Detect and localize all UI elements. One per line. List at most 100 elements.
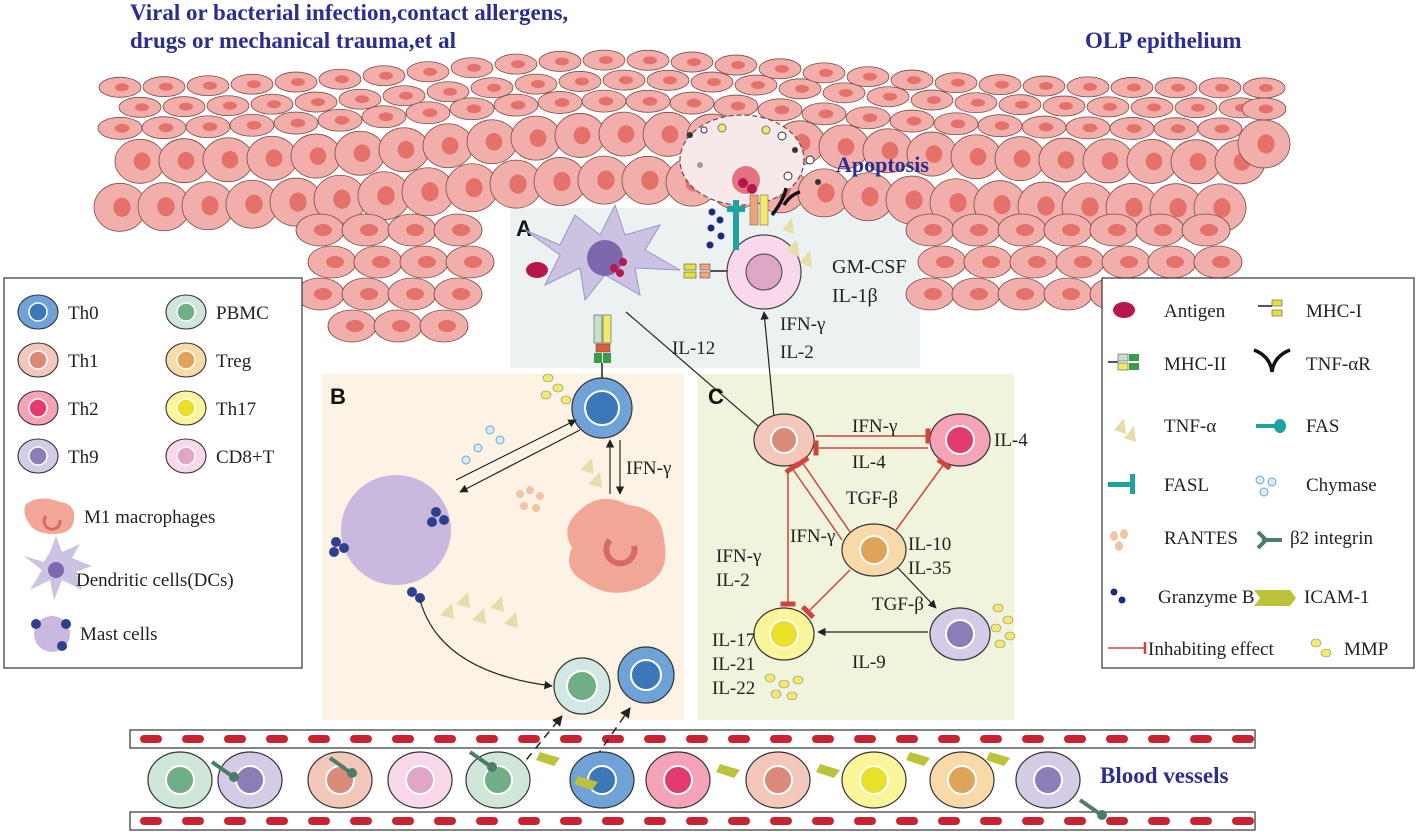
mhc-i-icon [1258,299,1283,317]
keratinocyte-nucleus [1166,256,1184,268]
keratinocyte-nucleus [1170,124,1186,134]
keratinocyte-nucleus [925,145,943,163]
treg-cell-c [841,523,907,577]
circulating-cell-th9 [1015,751,1081,809]
keratinocyte-nucleus [861,187,879,207]
panel-label-a: A [516,216,532,241]
keratinocyte-nucleus [531,80,545,89]
keratinocyte-nucleus [1057,151,1075,169]
keratinocyte-nucleus [971,98,985,107]
keratinocyte-nucleus [1120,256,1138,268]
keratinocyte-nucleus [114,123,130,133]
granzyme-b-granules [706,208,725,249]
red-blood-cell [1190,817,1212,825]
keratinocyte-nucleus [159,82,173,91]
epithelium-layer [93,49,1291,343]
keratinocyte-nucleus [441,136,459,155]
fas-icon [1256,419,1286,433]
keratinocyte-nucleus [378,112,394,122]
legend-fas-label: FAS [1306,416,1339,437]
beta2-integrin-marker [1097,810,1107,820]
keratinocyte-nucleus [421,182,439,202]
keratinocyte-nucleus [1062,224,1080,236]
beta2-integrin-icon [1256,530,1282,550]
icam1-marker [716,764,740,778]
granzyme-b-icon [1110,588,1126,604]
il1b-label: IL-1β [832,285,878,307]
keratinocyte-nucleus [399,91,413,100]
red-blood-cell [980,735,1002,743]
legend-dc-label: Dendritic cells(DCs) [76,570,234,591]
keratinocyte-nucleus [422,108,438,118]
red-blood-cell [980,817,1002,825]
red-blood-cell [392,817,414,825]
keratinocyte-nucleus [392,320,410,332]
legend-m1-label: M1 macrophages [84,507,215,528]
red-blood-cell [308,735,330,743]
keratinocyte-nucleus [113,197,131,217]
red-blood-cell [686,817,708,825]
keratinocyte-nucleus [663,76,677,85]
keratinocyte-nucleus [1169,198,1187,218]
keratinocyte-nucleus [423,67,437,76]
circulating-cell-th2 [645,751,711,809]
circulating-cell-treg [929,751,995,809]
keratinocyte-nucleus [443,87,457,96]
fasl-icon [1108,474,1135,494]
keratinocyte-nucleus [553,171,571,192]
beta2-integrin-marker [328,756,352,774]
keratinocyte-nucleus [485,132,503,151]
keratinocyte-nucleus [335,75,349,84]
ifng-label-b: IFN-γ [626,458,671,479]
keratinocyte-nucleus [707,78,721,87]
circulating-cell-cd8-t [387,751,453,809]
keratinocyte-nucleus [642,96,658,106]
legend-cell-label: CD8+T [216,447,275,468]
circulating-cell-th9 [217,751,283,809]
keratinocyte-nucleus [418,256,436,268]
keratinocyte-nucleus [597,170,615,190]
keratinocyte-nucleus [819,68,833,77]
panel-label-b: B [330,384,346,409]
legend-m1-macrophage-row: M1 macrophages [24,498,215,534]
legend-icam-label: ICAM-1 [1304,587,1369,608]
legend-tnfar-label: TNF-αR [1306,354,1371,375]
keratinocyte-nucleus [1074,256,1092,268]
keratinocyte-nucleus [641,170,659,190]
keratinocyte-nucleus [267,100,281,109]
mmp-dots-b [540,373,572,405]
legend-item-th17: Th17 [165,390,256,426]
keratinocyte-nucleus [949,193,967,213]
legend-mast-label: Mast cells [80,624,158,645]
legend-cell-label: Th9 [68,447,99,468]
legend-mhc1-label: MHC-I [1306,301,1362,322]
legend-cell-label: PBMC [216,303,269,324]
mhc-ii-icon [1108,353,1139,371]
keratinocyte-nucleus [1200,224,1218,236]
keratinocyte-nucleus [1082,123,1098,133]
keratinocyte-nucleus [289,192,307,212]
keratinocyte-nucleus [619,76,633,85]
keratinocyte-nucleus [1214,124,1230,134]
keratinocyte-nucleus [201,196,219,216]
red-blood-cell [140,735,162,743]
il22-label: IL-22 [712,678,755,699]
red-blood-cell [1064,817,1086,825]
red-blood-cell [686,735,708,743]
legend-b2-label: β2 integrin [1290,528,1374,549]
keratinocyte-nucleus [487,83,501,92]
keratinocyte-nucleus [1038,122,1054,132]
legend-chymase-label: Chymase [1306,475,1377,496]
keratinocyte-nucleus [346,320,364,332]
keratinocyte-nucleus [465,178,483,198]
keratinocyte-nucleus [438,320,456,332]
trigger-text-line1: Viral or bacterial infection,contact all… [130,0,568,25]
keratinocyte-nucleus [951,78,965,87]
red-blood-cell [434,817,456,825]
keratinocyte-nucleus [379,71,393,80]
il10-label: IL-10 [908,534,951,555]
keratinocyte-nucleus [467,63,481,72]
inhibit-treg-to-th17 [800,569,851,620]
red-blood-cell [224,817,246,825]
